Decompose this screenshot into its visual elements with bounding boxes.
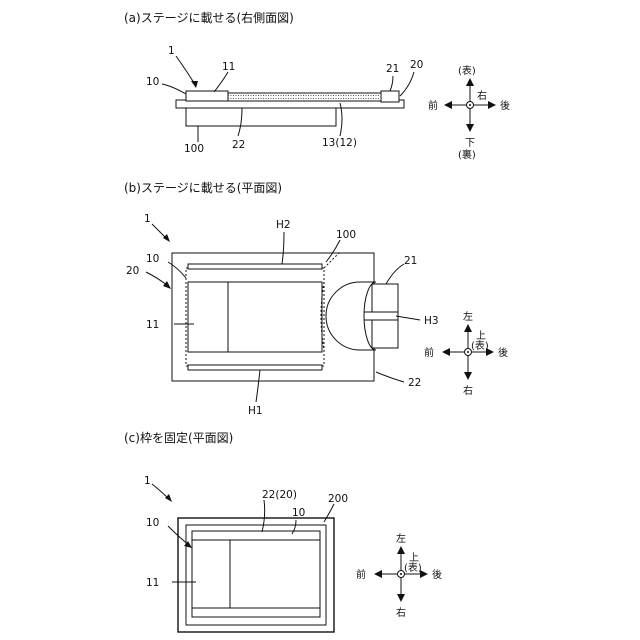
ref-11: 11 (222, 61, 235, 73)
compass-b-right: 後 (498, 346, 508, 359)
compass-c: 左 上 (表) 前 後 右 (356, 532, 442, 619)
compass-a-center: 右 (477, 89, 487, 102)
ref-H1: H1 (248, 405, 263, 417)
frame-10-rail-bottom (192, 608, 320, 617)
ref-10-left: 10 (146, 517, 159, 529)
ref-21: 21 (386, 63, 399, 75)
compass-b-left: 前 (424, 346, 434, 359)
ref-10: 10 (146, 76, 159, 88)
leader-21 (390, 76, 393, 91)
caption-c: (c)枠を固定(平面図) (124, 430, 233, 445)
sheet-13 (228, 93, 381, 101)
compass-c-center-2: (表) (404, 561, 422, 574)
figure-b-plan-view: (b)ステージに載せる(平面図) 1 (124, 181, 508, 417)
compass-b-center-2: (表) (471, 339, 489, 352)
ref-11: 11 (146, 319, 159, 331)
frame-10 (186, 91, 228, 101)
frame-21 (381, 91, 399, 102)
ref-200: 200 (328, 493, 348, 505)
compass-b-down: 右 (463, 384, 473, 397)
compass-c-down: 右 (396, 606, 406, 619)
compass-a: (表) 下 (裏) 前 後 右 (428, 64, 510, 161)
caption-b: (b)ステージに載せる(平面図) (124, 181, 282, 195)
leader-b-H3 (396, 316, 420, 320)
block-100 (186, 108, 336, 126)
ref-22-20: 22(20) (262, 489, 297, 501)
leader-c-200 (324, 504, 334, 522)
ref-21: 21 (404, 255, 417, 267)
figure-c-plan-view: (c)枠を固定(平面図) 1 22(20) 200 10 10 11 (124, 430, 442, 632)
compass-c-right: 後 (432, 568, 442, 581)
ref-H3: H3 (424, 315, 439, 327)
ref-H2: H2 (276, 219, 291, 231)
ref-22: 22 (232, 139, 245, 151)
ref-100: 100 (336, 229, 356, 241)
slit-H3 (362, 312, 398, 320)
rail-H2 (188, 264, 322, 269)
leader-b-21 (386, 264, 404, 284)
caption-a: (a)ステージに載せる(右側面図) (124, 10, 294, 25)
sheet-11 (188, 282, 322, 352)
compass-c-up: 左 (396, 532, 406, 545)
compass-a-up: (表) (458, 64, 476, 77)
rail-H1 (188, 365, 322, 370)
compass-a-left: 前 (428, 99, 438, 112)
leader-1-arrow (191, 81, 198, 88)
ref-13: 13(12) (322, 137, 357, 149)
ref-20: 20 (126, 265, 139, 277)
ref-1: 1 (144, 475, 151, 487)
compass-b-up: 左 (463, 310, 473, 323)
leader-11 (214, 72, 228, 92)
compass-a-down-2: (裏) (458, 148, 476, 161)
compass-c-left: 前 (356, 568, 366, 581)
ref-10-top: 10 (292, 507, 305, 519)
ref-20: 20 (410, 59, 423, 71)
leader-10 (162, 84, 186, 94)
compass-a-right: 後 (500, 99, 510, 112)
ref-22: 22 (408, 377, 421, 389)
leader-b-22 (376, 372, 404, 382)
leader-20 (400, 72, 414, 96)
ref-100: 100 (184, 143, 204, 155)
sheet-11 (192, 540, 320, 608)
ref-1: 1 (144, 213, 151, 225)
compass-a-down-1: 下 (465, 138, 475, 149)
ref-1: 1 (168, 45, 175, 57)
ref-11: 11 (146, 577, 159, 589)
figure-a-side-view: (a)ステージに載せる(右側面図) 1 10 11 21 20 100 22 1… (124, 10, 510, 161)
ref-10: 10 (146, 253, 159, 265)
frame-10-rail-top (192, 531, 320, 540)
